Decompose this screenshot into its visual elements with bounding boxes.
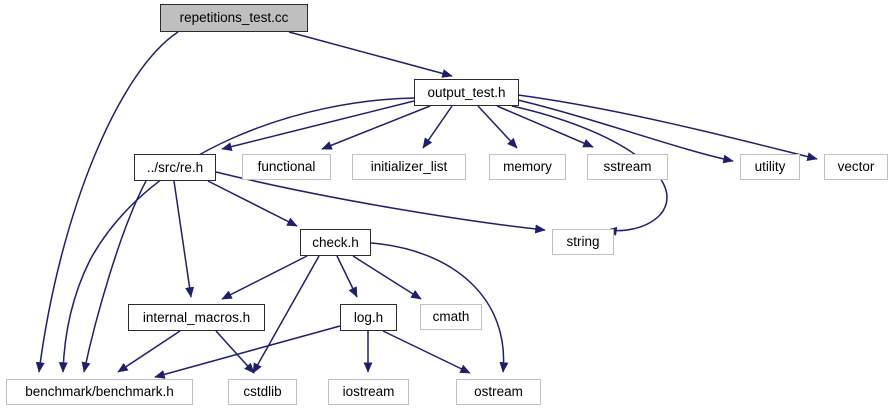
edge-src_re_h-to-check_h	[207, 180, 298, 227]
node-label-repetitions_test_cc: repetitions_test.cc	[179, 10, 289, 26]
node-src_re_h[interactable]: ../src/re.h	[134, 154, 216, 181]
edge-check_h-to-internal_macros_h	[221, 255, 308, 300]
edge-log_h-to-ostream	[382, 330, 471, 374]
node-label-string: string	[566, 234, 600, 250]
node-label-cstdlib: cstdlib	[243, 384, 282, 400]
node-initializer_list[interactable]: initializer_list	[352, 154, 466, 180]
node-label-iostream: iostream	[342, 384, 395, 400]
edge-output_test_h-to-string	[511, 105, 668, 236]
edge-output_test_h-to-sstream	[496, 105, 594, 148]
edge-repetitions_test_cc-to-benchmark_h	[35, 31, 179, 373]
node-label-internal_macros_h: internal_macros.h	[142, 309, 251, 325]
edge-internal_macros_h-to-cstdlib	[215, 330, 255, 374]
node-internal_macros_h[interactable]: internal_macros.h	[128, 304, 265, 331]
node-string[interactable]: string	[552, 229, 614, 255]
node-label-src_re_h: ../src/re.h	[146, 159, 204, 175]
edge-check_h-to-log_h	[336, 255, 358, 298]
edge-src_re_h-to-string	[215, 171, 546, 234]
node-functional[interactable]: functional	[242, 154, 331, 180]
edge-output_test_h-to-utility	[517, 99, 734, 164]
edge-output_test_h-to-benchmark_h	[58, 97, 415, 373]
node-label-memory: memory	[503, 159, 552, 175]
node-output_test_h[interactable]: output_test.h	[414, 79, 519, 106]
node-memory[interactable]: memory	[489, 154, 566, 180]
edge-output_test_h-to-memory	[477, 105, 518, 149]
node-label-cmath: cmath	[432, 309, 470, 325]
edge-src_re_h-to-internal_macros_h	[173, 180, 195, 298]
node-vector[interactable]: vector	[824, 154, 888, 180]
node-check_h[interactable]: check.h	[300, 229, 371, 256]
node-sstream[interactable]: sstream	[587, 154, 668, 180]
edge-src_re_h-to-benchmark_h	[81, 180, 147, 373]
edge-group	[35, 31, 818, 379]
edge-internal_macros_h-to-benchmark_h	[117, 330, 181, 373]
edge-output_test_h-to-vector	[517, 94, 818, 162]
edge-output_test_h-to-src_re_h	[221, 100, 415, 152]
node-utility[interactable]: utility	[740, 154, 800, 180]
node-log_h[interactable]: log.h	[340, 304, 397, 331]
node-cmath[interactable]: cmath	[420, 304, 482, 330]
node-label-log_h: log.h	[353, 309, 384, 325]
node-label-functional: functional	[257, 159, 316, 175]
node-label-vector: vector	[837, 159, 875, 175]
node-repetitions_test_cc[interactable]: repetitions_test.cc	[160, 4, 308, 32]
node-label-benchmark_h: benchmark/benchmark.h	[25, 384, 174, 400]
node-cstdlib[interactable]: cstdlib	[228, 379, 297, 405]
node-label-initializer_list: initializer_list	[370, 159, 448, 175]
edge-check_h-to-cmath	[352, 255, 422, 300]
node-ostream[interactable]: ostream	[456, 379, 541, 405]
edge-output_test_h-to-initializer_list	[422, 105, 453, 149]
node-benchmark_h[interactable]: benchmark/benchmark.h	[6, 379, 193, 405]
edge-check_h-to-ostream	[370, 242, 509, 373]
edge-repetitions_test_cc-to-output_test_h	[288, 31, 453, 78]
edge-log_h-to-benchmark_h	[154, 325, 341, 379]
node-label-ostream: ostream	[474, 384, 523, 400]
node-label-output_test_h: output_test.h	[427, 84, 506, 100]
node-label-sstream: sstream	[603, 159, 652, 175]
node-label-utility: utility	[754, 159, 786, 175]
edge-check_h-to-cstdlib	[252, 255, 320, 374]
node-iostream[interactable]: iostream	[328, 379, 409, 405]
node-label-check_h: check.h	[312, 234, 359, 250]
edge-output_test_h-to-functional	[321, 105, 431, 150]
